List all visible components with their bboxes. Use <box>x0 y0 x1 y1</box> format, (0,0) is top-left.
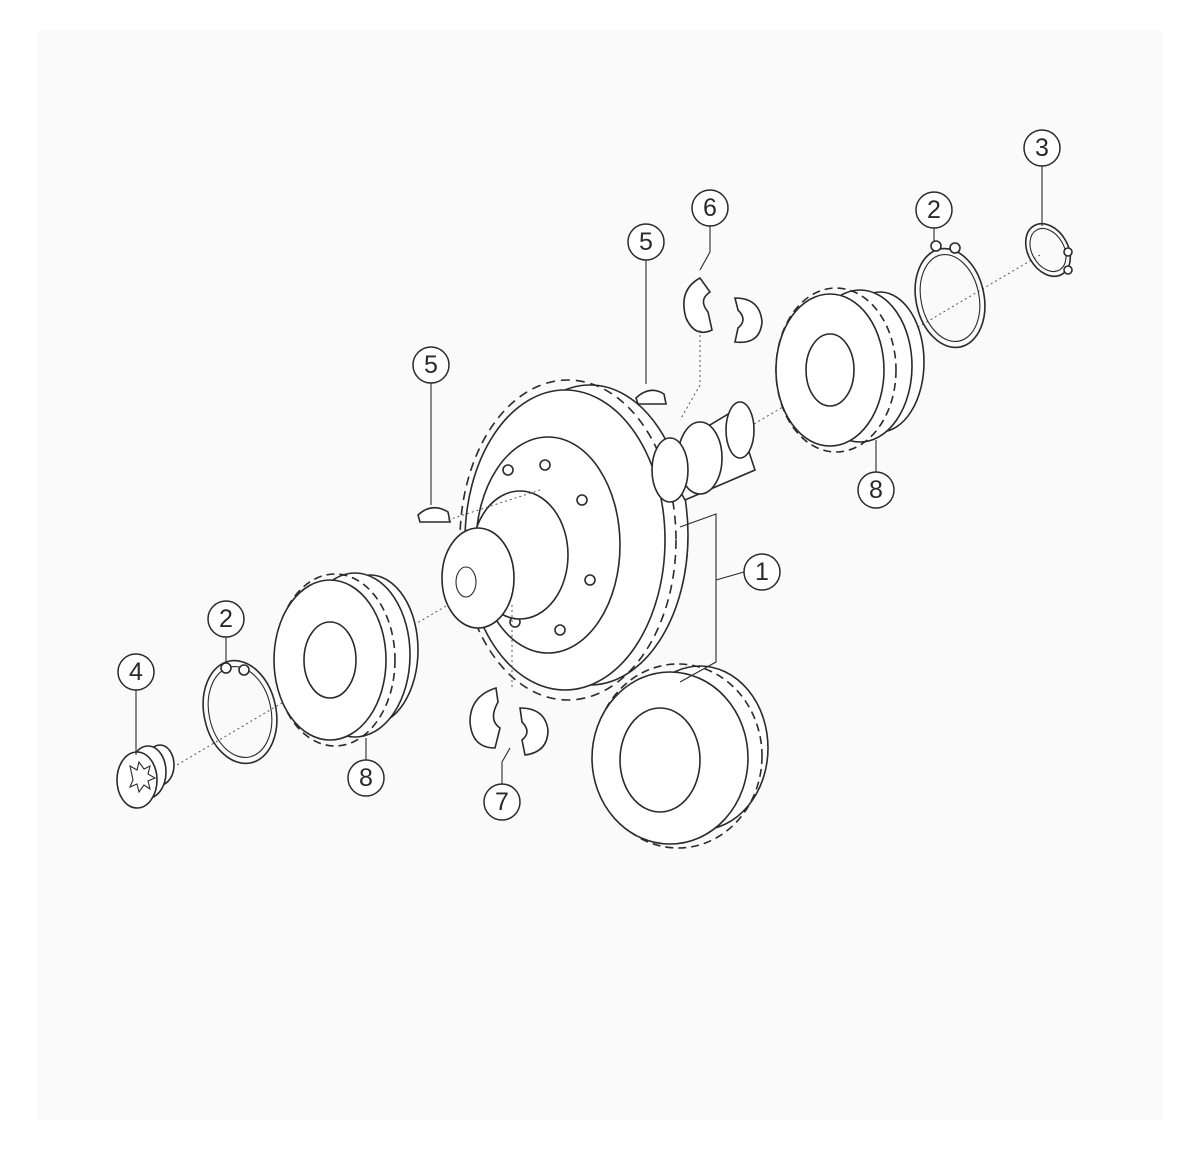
woodruff-key-right <box>635 389 667 405</box>
callout-8-right-label: 8 <box>869 476 883 504</box>
callout-4: 4 <box>117 653 155 691</box>
callout-1: 1 <box>743 553 781 591</box>
callout-2-left: 2 <box>207 600 245 638</box>
callout-5-right: 5 <box>627 223 665 261</box>
callout-6: 6 <box>691 189 729 227</box>
snap-ring <box>1024 222 1073 278</box>
callout-4-label: 4 <box>129 658 143 686</box>
leader-lines <box>135 166 1043 785</box>
bushing-upper <box>683 276 763 344</box>
bushing-lower <box>469 686 549 756</box>
callout-5-left: 5 <box>412 346 450 384</box>
callout-8-left: 8 <box>347 759 385 797</box>
callout-7-label: 7 <box>495 788 509 816</box>
sprocket-right <box>775 287 925 453</box>
callout-2-left-label: 2 <box>219 605 233 633</box>
plug-screw <box>116 744 175 809</box>
callout-7: 7 <box>483 783 521 821</box>
helical-gear <box>591 663 769 849</box>
callout-1-label: 1 <box>755 558 769 586</box>
shaft <box>441 401 756 629</box>
woodruff-key-left <box>417 506 451 523</box>
callout-2-right-label: 2 <box>927 196 941 224</box>
callout-5-right-label: 5 <box>639 228 653 256</box>
callout-2-right: 2 <box>915 191 953 229</box>
circlip-left <box>202 659 278 765</box>
callout-5-left-label: 5 <box>424 351 438 379</box>
callout-3-label: 3 <box>1035 134 1049 162</box>
callout-1-circle <box>743 553 781 591</box>
callout-8-right: 8 <box>857 471 895 509</box>
callout-8-left-label: 8 <box>359 764 373 792</box>
callout-3: 3 <box>1023 129 1061 167</box>
callout-6-label: 6 <box>703 194 717 222</box>
sprocket-left <box>273 572 419 747</box>
circlip-right <box>914 240 986 349</box>
